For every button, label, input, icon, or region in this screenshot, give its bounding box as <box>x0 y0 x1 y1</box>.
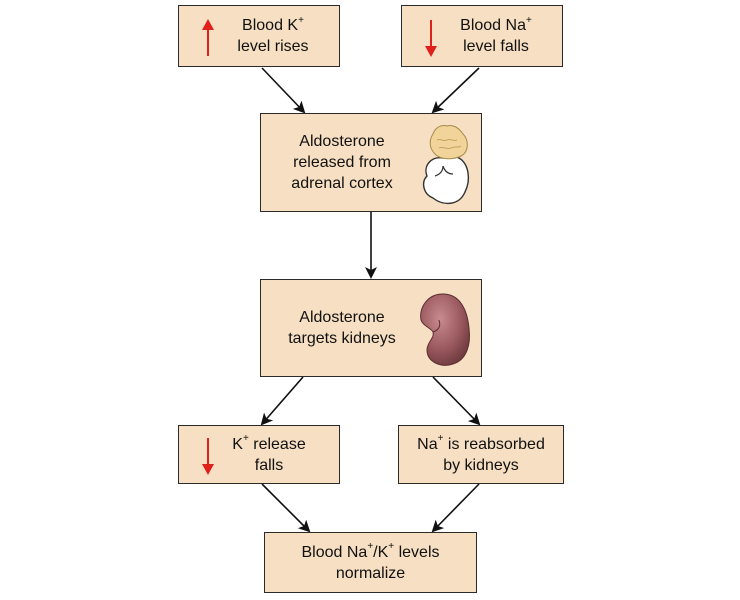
node-aldosterone-released-text: Aldosterone released from adrenal cortex <box>279 131 405 194</box>
node-k-level-rises: Blood K+ level rises <box>178 5 340 67</box>
connector-na-reabsorb-to-normalize <box>431 483 480 533</box>
adrenal-gland-icon <box>422 125 470 205</box>
normalize-line1-prefix: Blood Na <box>301 543 368 561</box>
na-fall-superscript: + <box>525 14 532 26</box>
node-k-level-rises-text: Blood K+ level rises <box>237 15 308 57</box>
normalize-line1-suffix: levels <box>394 543 440 561</box>
na-fall-line2: level falls <box>463 38 529 55</box>
connector-k-release-to-normalize <box>261 483 311 533</box>
aldo-target-line2: targets kidneys <box>288 330 396 347</box>
k-release-superscript: + <box>242 433 249 445</box>
k-release-line1-suffix: release <box>248 435 306 453</box>
normalize-superscript-na: + <box>367 541 374 553</box>
aldo-release-line2: released from <box>293 154 391 171</box>
node-k-release-falls: K+ release falls <box>178 425 340 484</box>
node-na-level-falls: Blood Na+ level falls <box>401 5 563 67</box>
red-down-arrow-icon <box>425 20 437 57</box>
k-rise-line1: Blood K <box>242 17 299 34</box>
na-reabsorb-superscript: + <box>437 433 444 445</box>
node-na-reabsorbed: Na+ is reabsorbed by kidneys <box>398 425 564 484</box>
connector-aldo-target-to-na-reabsorb <box>432 376 481 426</box>
aldo-release-line3: adrenal cortex <box>291 175 393 192</box>
node-levels-normalize-text: Blood Na+/K+ levels normalize <box>302 542 440 584</box>
node-k-release-falls-text: K+ release falls <box>232 434 305 476</box>
na-fall-line1: Blood Na <box>460 17 526 34</box>
normalize-line1-mid: /K <box>373 543 389 561</box>
normalize-superscript-k: + <box>388 541 395 553</box>
k-rise-superscript: + <box>298 14 304 26</box>
k-release-line1-prefix: K <box>232 435 243 453</box>
connector-k-rise-to-aldo-release <box>261 67 306 114</box>
red-down-arrow-icon <box>202 438 214 475</box>
connector-na-fall-to-aldo-release <box>431 67 480 114</box>
node-aldosterone-targets-kidneys: Aldosterone targets kidneys <box>260 279 482 377</box>
aldo-release-line1: Aldosterone <box>299 133 385 150</box>
normalize-line2: normalize <box>335 564 406 582</box>
node-aldosterone-released: Aldosterone released from adrenal cortex <box>260 113 482 212</box>
k-release-line2: falls <box>254 456 284 474</box>
node-aldosterone-targets-text: Aldosterone targets kidneys <box>277 307 407 349</box>
node-levels-normalize: Blood Na+/K+ levels normalize <box>264 532 477 593</box>
aldo-target-line1: Aldosterone <box>299 309 385 326</box>
na-reabsorb-line1-prefix: Na <box>417 435 438 453</box>
na-reabsorb-line1-suffix: is reabsorbed <box>443 435 545 453</box>
k-rise-line2: level rises <box>237 38 309 55</box>
red-up-arrow-icon <box>202 19 214 56</box>
kidney-icon <box>420 293 470 366</box>
connector-aldo-target-to-k-release <box>260 376 304 426</box>
node-na-level-falls-text: Blood Na+ level falls <box>460 15 532 57</box>
na-reabsorb-line2: by kidneys <box>443 456 519 474</box>
node-na-reabsorbed-text: Na+ is reabsorbed by kidneys <box>417 434 545 476</box>
